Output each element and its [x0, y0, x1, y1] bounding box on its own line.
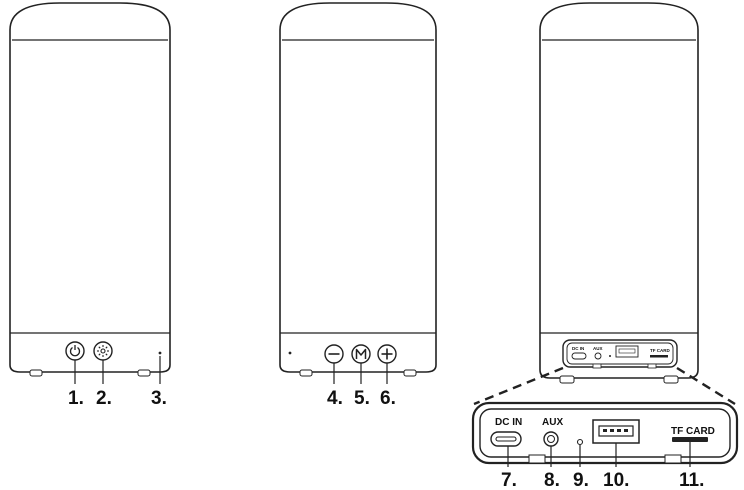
aux-label: AUX	[542, 417, 563, 428]
callout-7: 7.	[501, 470, 517, 490]
callout-4: 4.	[327, 388, 343, 409]
indicator-led	[158, 351, 162, 355]
callout-5: 5.	[354, 388, 370, 409]
plus-icon	[381, 348, 393, 360]
speaker-foot-right	[559, 375, 575, 384]
tf-card-slot	[672, 437, 708, 442]
aux-label-small: AUX	[593, 346, 603, 351]
callout-10: 10.	[603, 470, 629, 490]
dc-in-label: DC IN	[495, 417, 522, 428]
zoom-line-left	[473, 366, 564, 406]
usb-port	[592, 419, 640, 444]
port-panel-small: DC IN AUX TF CARD	[562, 339, 678, 369]
speaker-foot-middle	[403, 369, 417, 377]
aux-port-small	[594, 352, 602, 360]
volume-down-button[interactable]	[324, 344, 344, 364]
panel-tab	[528, 454, 546, 464]
tf-card-label-small: TF CARD	[650, 348, 670, 353]
speaker-body-middle	[279, 2, 437, 373]
speaker-body-left	[9, 2, 171, 373]
microphone-hole	[288, 351, 292, 355]
dc-in-port-small	[571, 352, 587, 360]
volume-up-button[interactable]	[377, 344, 397, 364]
light-mode-icon	[97, 345, 109, 357]
callout-8: 8.	[544, 470, 560, 490]
dc-in-label-small: DC IN	[572, 346, 584, 351]
power-icon	[69, 345, 81, 357]
speaker-foot-left	[137, 369, 151, 377]
dc-in-port	[490, 431, 522, 447]
charge-led	[576, 438, 584, 446]
mode-m-icon	[355, 348, 367, 359]
callout-9: 9.	[573, 470, 589, 490]
tf-card-label: TF CARD	[671, 426, 715, 437]
speaker-side-view: 4. 5. 6.	[279, 2, 437, 409]
tf-card-slot-small	[650, 355, 668, 358]
panel-tab	[664, 454, 682, 464]
zoom-line-right	[676, 366, 736, 406]
speaker-back-view: DC IN AUX TF CARD DC IN AUX	[471, 2, 739, 490]
callout-2: 2.	[96, 388, 112, 409]
speaker-front-view: 1. 2. 3.	[9, 2, 171, 409]
callout-11: 11.	[679, 470, 704, 490]
light-button[interactable]	[93, 341, 113, 361]
led-small	[609, 355, 611, 357]
callout-6: 6.	[380, 388, 396, 409]
speaker-foot-left	[29, 369, 43, 377]
speaker-foot-middle	[299, 369, 313, 377]
speaker-body-right	[539, 2, 699, 379]
port-panel-enlarged: DC IN AUX TF CARD	[471, 401, 739, 465]
aux-port	[543, 431, 559, 447]
power-button[interactable]	[65, 341, 85, 361]
callout-1: 1.	[68, 388, 84, 409]
callout-3: 3.	[151, 388, 167, 409]
mode-button[interactable]	[351, 344, 371, 364]
speaker-foot-right	[663, 375, 679, 384]
